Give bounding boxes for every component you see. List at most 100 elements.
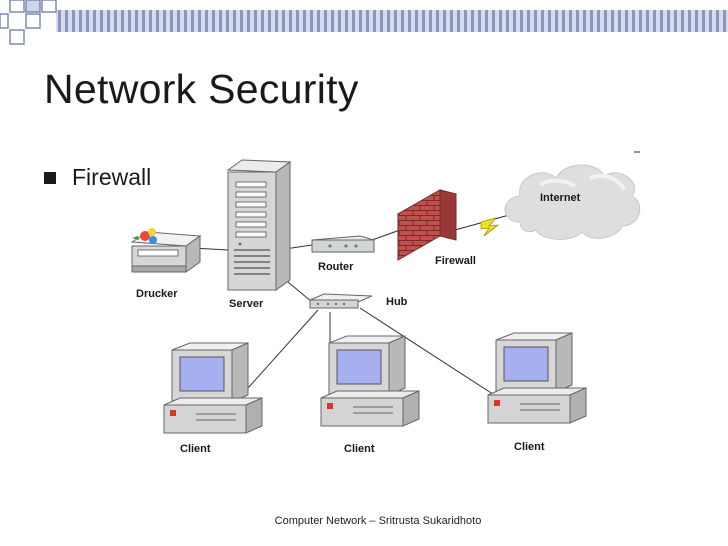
header-stripe xyxy=(443,10,446,32)
header-stripe xyxy=(135,10,138,32)
header-stripe xyxy=(275,10,278,32)
drucker-label: Drucker xyxy=(136,288,178,300)
header-square xyxy=(9,29,25,45)
header-square xyxy=(25,0,41,13)
header-stripe xyxy=(723,10,726,32)
header-stripe xyxy=(121,10,124,32)
header-stripe xyxy=(86,10,89,32)
header-stripe xyxy=(394,10,397,32)
header-stripe xyxy=(520,10,523,32)
header-stripe xyxy=(548,10,551,32)
header-stripe xyxy=(254,10,257,32)
header-stripe xyxy=(219,10,222,32)
header-stripe xyxy=(464,10,467,32)
header-stripe xyxy=(72,10,75,32)
header-stripe xyxy=(471,10,474,32)
slide-title: Network Security xyxy=(44,66,359,112)
header-stripe xyxy=(702,10,705,32)
header-stripe xyxy=(149,10,152,32)
header-stripe xyxy=(100,10,103,32)
header-stripe xyxy=(156,10,159,32)
header-stripe xyxy=(681,10,684,32)
header-stripe xyxy=(79,10,82,32)
header-stripe xyxy=(660,10,663,32)
bullet-square-icon xyxy=(44,171,56,184)
header-stripe xyxy=(373,10,376,32)
server-icon xyxy=(226,159,292,291)
header-square xyxy=(25,13,41,29)
header-stripe xyxy=(709,10,712,32)
header-stripe xyxy=(359,10,362,32)
header-stripe xyxy=(499,10,502,32)
header-stripe xyxy=(65,10,68,32)
header-stripe xyxy=(163,10,166,32)
header-stripe xyxy=(632,10,635,32)
header-stripe xyxy=(583,10,586,32)
header-stripe xyxy=(506,10,509,32)
header-stripe xyxy=(639,10,642,32)
header-stripe xyxy=(296,10,299,32)
header-stripe xyxy=(191,10,194,32)
header-stripe xyxy=(114,10,117,32)
header-stripe xyxy=(527,10,530,32)
header-stripe xyxy=(590,10,593,32)
header-stripe xyxy=(485,10,488,32)
hub-icon xyxy=(309,293,373,309)
header-stripe xyxy=(576,10,579,32)
header-stripe xyxy=(240,10,243,32)
header-stripe xyxy=(457,10,460,32)
header-stripe xyxy=(331,10,334,32)
header-stripe xyxy=(478,10,481,32)
header-stripe xyxy=(534,10,537,32)
header-stripe xyxy=(415,10,418,32)
header-stripe xyxy=(184,10,187,32)
router-icon xyxy=(311,235,375,253)
footer-text: Computer Network – Sritrusta Sukaridhoto xyxy=(274,515,482,527)
header-stripe xyxy=(289,10,292,32)
header-square xyxy=(0,13,9,29)
header-stripe xyxy=(268,10,271,32)
header-stripe-background xyxy=(56,10,728,32)
link-hub-client-left xyxy=(247,309,319,389)
header-stripe xyxy=(597,10,600,32)
header-stripe xyxy=(128,10,131,32)
header-stripe xyxy=(695,10,698,32)
header-stripe xyxy=(408,10,411,32)
bullet-item: Firewall xyxy=(44,164,151,191)
header-stripe xyxy=(380,10,383,32)
header-stripe xyxy=(177,10,180,32)
client-computer-icon xyxy=(487,332,587,424)
hub-label: Hub xyxy=(386,296,408,308)
header-stripe xyxy=(387,10,390,32)
link-hub-client-right xyxy=(359,307,503,401)
header-stripe xyxy=(345,10,348,32)
header-square xyxy=(9,0,25,13)
header-stripe xyxy=(310,10,313,32)
header-stripe xyxy=(688,10,691,32)
header-stripe xyxy=(107,10,110,32)
client-label: Client xyxy=(180,443,211,455)
header-stripe xyxy=(170,10,173,32)
header-stripe xyxy=(142,10,145,32)
header-stripe xyxy=(317,10,320,32)
internet-cloud-icon xyxy=(504,164,641,240)
bullet-text: Firewall xyxy=(72,164,152,190)
header-stripe xyxy=(450,10,453,32)
header-stripe xyxy=(562,10,565,32)
header-stripe xyxy=(303,10,306,32)
header-square xyxy=(41,0,57,13)
header-stripe xyxy=(338,10,341,32)
header-stripe xyxy=(93,10,96,32)
header-decoration xyxy=(0,0,728,45)
header-stripe xyxy=(625,10,628,32)
header-stripe xyxy=(716,10,719,32)
header-stripe xyxy=(674,10,677,32)
lightning-icon xyxy=(480,217,500,237)
header-stripe xyxy=(653,10,656,32)
header-stripe xyxy=(282,10,285,32)
header-stripe xyxy=(401,10,404,32)
header-stripe xyxy=(233,10,236,32)
server-label: Server xyxy=(229,298,264,310)
header-stripe xyxy=(226,10,229,32)
